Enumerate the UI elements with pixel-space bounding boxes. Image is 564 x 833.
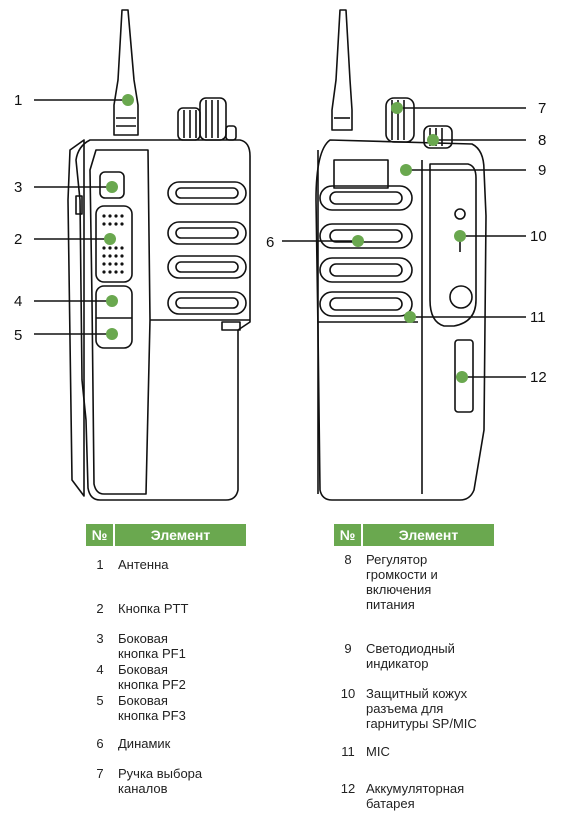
row-text: Кнопка PTT (118, 601, 189, 616)
marker-10 (454, 230, 466, 242)
header-number: № (334, 524, 361, 546)
marker-7 (391, 102, 403, 114)
callout-12: 12 (530, 369, 547, 386)
row-number: 7 (96, 766, 104, 781)
row-text: Динамик (118, 736, 171, 751)
legend-row: 6 Динамик (86, 736, 170, 751)
callout-10: 10 (530, 228, 547, 245)
row-number: 3 (96, 631, 104, 646)
row-text: Антенна (118, 557, 169, 572)
marker-3 (106, 181, 118, 193)
row-number: 12 (340, 781, 356, 796)
row-text: Защитный кожух разъема для гарнитуры SP/… (366, 686, 477, 731)
radio-diagram: 1 2 3 4 5 6 7 8 9 10 11 12 (14, 9, 547, 501)
callout-3: 3 (14, 179, 22, 196)
header-number: № (86, 524, 113, 546)
radio-left-drawing (67, 9, 251, 501)
row-text: Светодиодный индикатор (366, 641, 455, 671)
callout-9: 9 (538, 162, 546, 179)
legend-table-header: № Элемент (334, 524, 494, 546)
legend-row: 10 Защитный кожух разъема для гарнитуры … (334, 686, 477, 731)
callout-11: 11 (530, 309, 546, 326)
legend-table-right: № Элемент 8 Регулятор громкости и включе… (334, 524, 494, 824)
row-number: 1 (96, 557, 104, 572)
row-text: MIC (366, 744, 390, 759)
legend-table-header: № Элемент (86, 524, 246, 546)
row-text: Боковая кнопка PF3 (118, 693, 186, 723)
legend-table-left: № Элемент 1 Антенна 2 Кнопка PTT 3 Боков… (86, 524, 246, 824)
leader-lines (34, 99, 526, 378)
callout-5: 5 (14, 327, 22, 344)
marker-4 (106, 295, 118, 307)
marker-6 (352, 235, 364, 247)
callout-4: 4 (14, 293, 22, 310)
row-text: Ручка выбора каналов (118, 766, 203, 796)
radio-right-drawing (315, 9, 487, 501)
row-number: 6 (96, 736, 104, 751)
marker-12 (456, 371, 468, 383)
legend-row: 7 Ручка выбора каналов (86, 766, 202, 796)
callout-6: 6 (266, 234, 274, 251)
ptt-grip (102, 214, 124, 274)
header-element: Элемент (115, 524, 246, 546)
marker-9 (400, 164, 412, 176)
callout-labels: 1 2 3 4 5 6 7 8 9 10 11 12 (14, 92, 547, 386)
row-text: Боковая кнопка PF1 (118, 631, 186, 661)
row-number: 4 (96, 662, 104, 677)
legend-row: 12 Аккумуляторная батарея (334, 781, 464, 811)
legend-row: 9 Светодиодный индикатор (334, 641, 455, 671)
callout-markers (104, 94, 468, 383)
row-text: Боковая кнопка PF2 (118, 662, 186, 692)
legend-row: 2 Кнопка PTT (86, 601, 188, 616)
callout-7: 7 (538, 100, 546, 117)
callout-2: 2 (14, 231, 22, 248)
legend-row: 3 Боковая кнопка PF1 (86, 631, 186, 661)
legend-row: 8 Регулятор громкости и включения питани… (334, 552, 438, 612)
marker-5 (106, 328, 118, 340)
row-number: 10 (340, 686, 356, 701)
legend-row: 11 MIC (334, 744, 390, 759)
row-number: 11 (341, 744, 355, 759)
row-text: Аккумуляторная батарея (366, 781, 465, 811)
marker-2 (104, 233, 116, 245)
callout-8: 8 (538, 132, 546, 149)
legend-row: 5 Боковая кнопка PF3 (86, 693, 186, 723)
row-text: Регулятор громкости и включения питания (366, 552, 438, 612)
header-element: Элемент (363, 524, 494, 546)
callout-1: 1 (14, 92, 22, 109)
marker-11 (404, 311, 416, 323)
row-number: 8 (344, 552, 352, 567)
legend-row: 1 Антенна (86, 557, 168, 572)
row-number: 5 (96, 693, 104, 708)
row-number: 2 (96, 601, 104, 616)
marker-1 (122, 94, 134, 106)
row-number: 9 (344, 641, 352, 656)
legend-row: 4 Боковая кнопка PF2 (86, 662, 186, 692)
marker-8 (427, 134, 439, 146)
